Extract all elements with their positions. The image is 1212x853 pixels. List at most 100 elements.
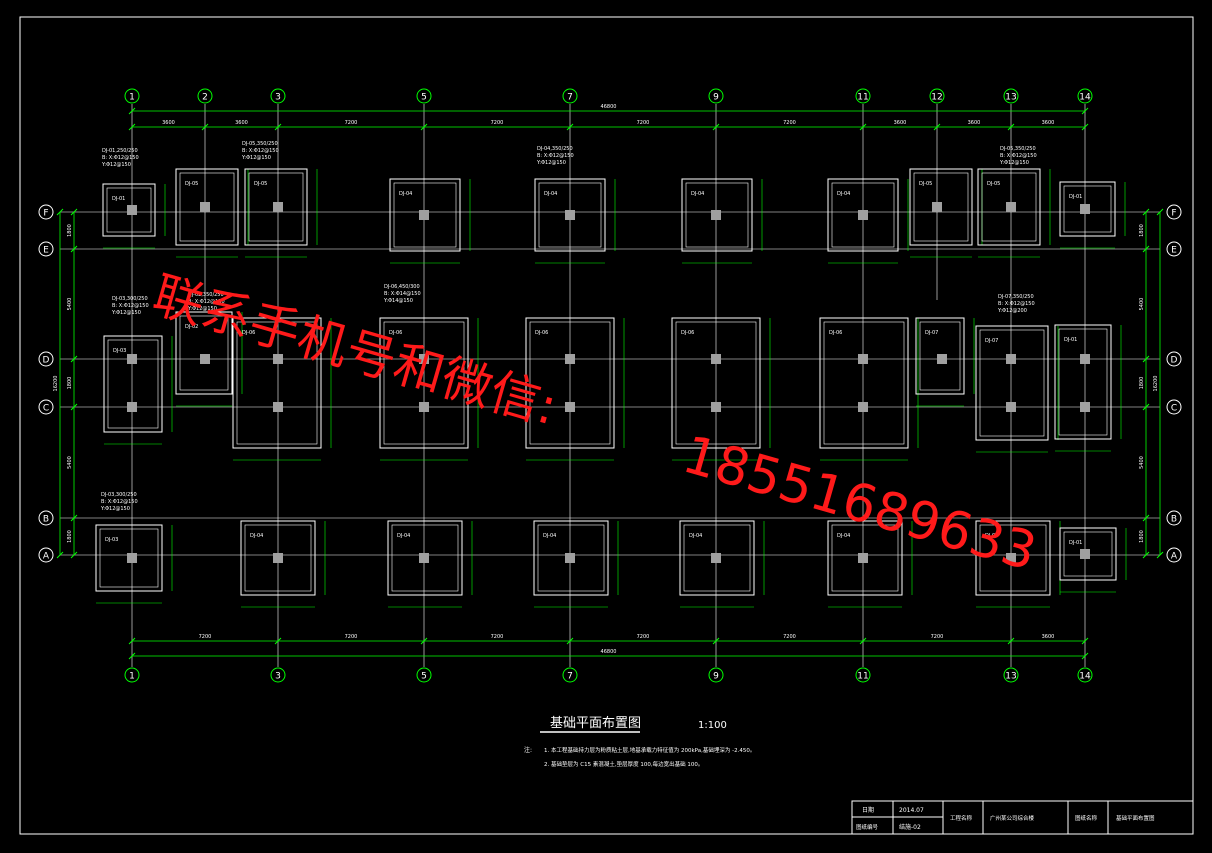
column-axis-bubble-bottom: [270, 667, 286, 683]
row-axis-bubble-left: [38, 399, 54, 415]
row-axis-label: A: [43, 552, 50, 562]
footing: DJ-02: [175, 311, 243, 407]
footing-outline: [827, 178, 899, 252]
footing-label: DJ-01: [112, 196, 125, 202]
column: [711, 210, 721, 220]
footing-step: [248, 172, 304, 242]
drawing-name-value: 基础平面布置图: [1116, 814, 1155, 822]
column-axis-label: 2: [202, 93, 208, 103]
column-axis-bubble-top: [124, 88, 140, 104]
bottom-span-dim-tick: [128, 637, 136, 645]
spec-dj03b: DJ-03,300/250: [101, 492, 137, 498]
column: [1080, 354, 1090, 364]
spec-dj02: DJ-02,350/250: [188, 292, 224, 298]
bottom-span-dim-tick: [859, 637, 867, 645]
spec-dj04: Y:Φ12@150: [536, 160, 566, 166]
right-span-dim-tick: [1142, 514, 1150, 522]
spec-dj02: Y:Φ12@150: [187, 306, 217, 312]
footing: DJ-01: [1059, 181, 1126, 249]
spec-dj02: B: X:Φ12@150: [188, 299, 225, 305]
spec-dj03b: B: X:Φ12@150: [101, 499, 138, 505]
footing-outline: [175, 311, 233, 395]
left-span-dim-label: 1800: [67, 224, 73, 237]
footing-label: DJ-04: [837, 533, 850, 539]
column-axis-bubble-top: [708, 88, 724, 104]
top-total-dim-tick: [1081, 107, 1089, 115]
spec-dj03: Y:Φ12@150: [111, 310, 141, 316]
footing: DJ-04: [533, 520, 619, 608]
footing-step: [683, 524, 751, 592]
footing: DJ-05: [244, 168, 318, 258]
footing-label: DJ-05: [254, 181, 267, 187]
footing-step: [913, 172, 969, 242]
top-span-dim-tick: [1081, 123, 1089, 131]
footing-step: [107, 339, 159, 429]
row-axis-label: E: [43, 246, 49, 256]
top-span-dim-label: 3600: [1042, 120, 1055, 126]
footing: DJ-05: [909, 168, 983, 258]
right-span-dim-label: 5400: [1139, 456, 1145, 469]
note-2: 2. 基础垫层为 C15 素混凝土,垫层厚度 100,每边宽出基础 100。: [544, 760, 703, 768]
column-axis-label: 11: [857, 672, 868, 682]
left-span-dim-tick: [70, 551, 78, 559]
spec-dj03: DJ-03,300/250: [112, 296, 148, 302]
footing: DJ-06: [379, 317, 479, 461]
spec-dj04: DJ-04,350/250: [537, 146, 573, 152]
column-axis-bubble-top: [1077, 88, 1093, 104]
footing-step: [529, 321, 611, 445]
column: [711, 402, 721, 412]
footing-label: DJ-04: [985, 533, 998, 539]
footing-label: DJ-01: [1064, 337, 1077, 343]
top-span-dim-tick: [420, 123, 428, 131]
spec-dj05-right: B: X:Φ12@150: [1000, 153, 1037, 159]
project-value: 广州某公司综合楼: [990, 814, 1035, 822]
bottom-span-dim-label: 7200: [931, 634, 944, 640]
spec-dj06: Y:Φ14@150: [383, 298, 413, 304]
spec-dj05: Y:Φ12@150: [241, 155, 271, 161]
spec-dj06: DJ-06,450/300: [384, 284, 420, 290]
footing-step: [179, 172, 235, 242]
footing-outline: [671, 317, 761, 449]
footing-step: [1058, 328, 1108, 436]
footing-label: DJ-06: [242, 330, 255, 336]
column-axis-bubble-bottom: [124, 667, 140, 683]
footing-label: DJ-04: [837, 191, 850, 197]
spec-dj03: B: X:Φ12@150: [112, 303, 149, 309]
column: [565, 210, 575, 220]
top-span-dim-tick: [859, 123, 867, 131]
footing-outline: [175, 168, 239, 246]
right-span-dim-label: 1800: [1139, 377, 1145, 390]
row-axis-label: B: [1171, 515, 1177, 525]
left-total-dim-tick: [56, 208, 64, 216]
footing-label: DJ-07: [925, 330, 938, 336]
footing-label: DJ-06: [681, 330, 694, 336]
column: [565, 354, 575, 364]
column: [1006, 553, 1016, 563]
column: [858, 553, 868, 563]
date-value: 2014.07: [899, 807, 924, 814]
footing-label: DJ-06: [535, 330, 548, 336]
footing-outline: [533, 520, 609, 596]
top-span-dim-label: 3600: [235, 120, 248, 126]
footing-label: DJ-03: [113, 348, 126, 354]
column-axis-bubble-top: [1003, 88, 1019, 104]
footing-outline: [1054, 324, 1112, 440]
spec-dj05: B: X:Φ12@150: [242, 148, 279, 154]
row-axis-bubble-right: [1166, 204, 1182, 220]
left-span-dim-tick: [70, 245, 78, 253]
bottom-span-dim-label: 7200: [491, 634, 504, 640]
footing-outline: [819, 317, 909, 449]
spec-dj06: B: X:Φ14@150: [384, 291, 421, 297]
column-axis-label: 5: [421, 93, 427, 103]
footing-outline: [909, 168, 973, 246]
footing-step: [823, 321, 905, 445]
right-span-dim-tick: [1142, 551, 1150, 559]
right-total-dim-tick: [1156, 208, 1164, 216]
spec-dj07: Y:Φ12@200: [997, 308, 1027, 314]
spec-dj01: Y:Φ12@150: [101, 162, 131, 168]
drawing-no-value: 结施-02: [899, 823, 921, 831]
notes-label: 注:: [524, 746, 532, 754]
column-axis-bubble-bottom: [855, 667, 871, 683]
